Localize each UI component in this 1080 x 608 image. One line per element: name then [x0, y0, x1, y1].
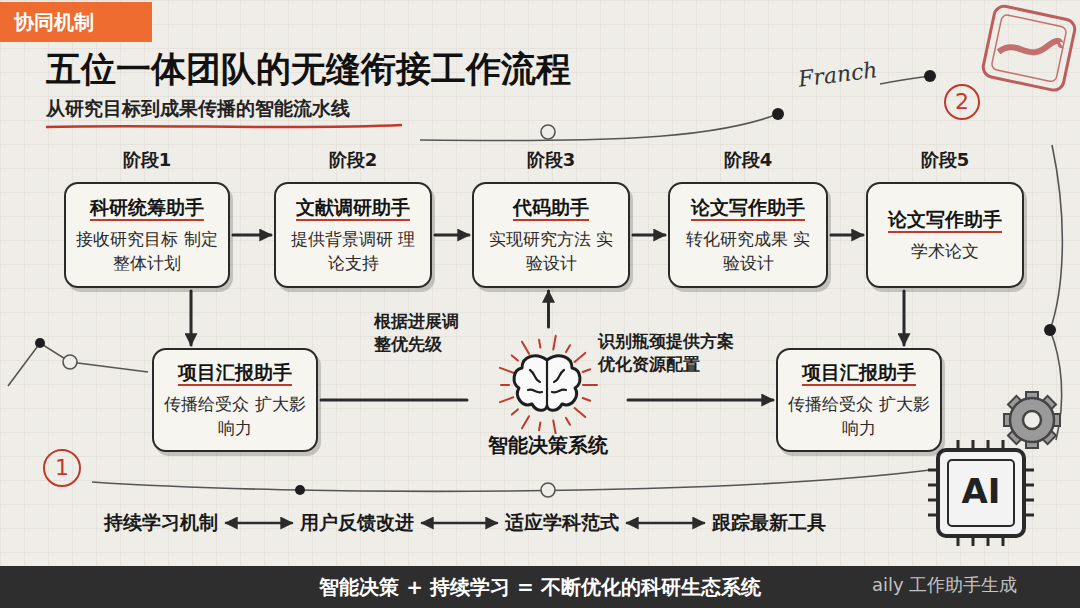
connector-arrow — [190, 291, 193, 345]
stage-label: 阶段1 — [56, 148, 238, 172]
box-body: 实现研究方法 实验设计 — [482, 228, 620, 274]
summary-band-text: 智能决策 + 持续学习 = 不断优化的科研生态系统 — [319, 574, 760, 601]
learning-item-text: 跟踪最新工具 — [712, 510, 826, 536]
section-tag-text: 协同机制 — [14, 9, 94, 36]
chip-pin — [972, 440, 975, 450]
watermark: aily 工作助手生成 — [872, 573, 1017, 597]
connector-arrow — [321, 399, 467, 402]
process-box: 阶段2文献调研助手提供背景调研 理论支持 — [274, 182, 432, 288]
callout-circle — [44, 450, 80, 486]
connector-arrow — [233, 234, 271, 237]
box-heading: 项目汇报助手 — [162, 360, 308, 386]
chip-pin — [928, 499, 938, 502]
learning-item-text: 适应学科范式 — [505, 510, 619, 536]
process-box: 阶段3代码助手实现研究方法 实验设计 — [472, 182, 630, 288]
chip-pin — [1024, 484, 1034, 487]
connector-arrow — [628, 399, 773, 402]
section-tag: 协同机制 — [0, 2, 152, 42]
diagram-title: 五位一体团队的无缝衔接工作流程 — [46, 46, 571, 93]
box-body: 传播给受众 扩大影响力 — [786, 393, 932, 439]
decor-dots — [35, 70, 1056, 497]
box-body: 传播给受众 扩大影响力 — [162, 393, 308, 439]
decision-hub-text: 智能决策系统 — [470, 432, 625, 459]
chip-pin — [957, 536, 960, 546]
report-box: 项目汇报助手传播给受众 扩大影响力 — [152, 348, 318, 452]
callout-number: 1 — [44, 450, 80, 486]
connector-arrow — [627, 522, 704, 525]
chip-pin — [972, 536, 975, 546]
subtitle-underline — [46, 125, 402, 127]
callout-circle — [945, 85, 979, 119]
connector-arrow — [903, 291, 906, 345]
chip-pin — [928, 514, 938, 517]
stage-label: 阶段4 — [660, 148, 836, 172]
box-body: 接收研究目标 制定整体计划 — [74, 228, 220, 274]
chip-icon — [928, 440, 1034, 546]
box-body: 提供背景调研 理论支持 — [284, 228, 422, 274]
learning-item: 适应学科范式 — [505, 510, 619, 536]
box-heading: 论文写作助手 — [678, 195, 818, 221]
connector-arrow — [422, 522, 497, 525]
box-body: 转化研究成果 实验设计 — [678, 228, 818, 274]
chip-pin — [1024, 514, 1034, 517]
box-heading: 科研统筹助手 — [74, 195, 220, 221]
chip-pin — [1002, 440, 1005, 450]
chip-pin — [1002, 536, 1005, 546]
chip-pin — [928, 484, 938, 487]
learning-item-text: 用户反馈改进 — [300, 510, 414, 536]
chip-pin — [1024, 469, 1034, 472]
learning-item-text: 持续学习机制 — [104, 510, 218, 536]
subtitle: 从研究目标到成果传播的智能流水线 — [46, 96, 350, 122]
handwriting: Franch — [797, 57, 879, 92]
stage-label: 阶段2 — [266, 148, 440, 172]
learning-item: 用户反馈改进 — [300, 510, 414, 536]
decor-curves — [8, 76, 1062, 491]
box-heading: 文献调研助手 — [284, 195, 422, 221]
stage-label: 阶段5 — [858, 148, 1032, 172]
callout-note: 根据进展调 整优先级 — [374, 310, 472, 356]
connector-arrow — [435, 234, 469, 237]
chip-pin — [1024, 499, 1034, 502]
chip-pin — [957, 440, 960, 450]
learning-item: 持续学习机制 — [104, 510, 218, 536]
process-box: 阶段1科研统筹助手接收研究目标 制定整体计划 — [64, 182, 230, 288]
chip-pin — [987, 440, 990, 450]
callout-note: 识别瓶颈提供方案 优化资源配置 — [598, 330, 746, 376]
connector-arrow — [547, 291, 550, 327]
learning-item: 跟踪最新工具 — [712, 510, 826, 536]
gear-icon — [1004, 392, 1060, 448]
connector-arrow — [831, 234, 863, 237]
box-heading: 代码助手 — [482, 195, 620, 221]
stage-label: 阶段3 — [464, 148, 638, 172]
process-box: 阶段5论文写作助手学术论文 — [866, 182, 1024, 288]
box-heading: 项目汇报助手 — [786, 360, 932, 386]
box-heading: 论文写作助手 — [876, 207, 1014, 233]
chip-pin — [987, 536, 990, 546]
report-box: 项目汇报助手传播给受众 扩大影响力 — [776, 348, 942, 452]
connector-arrow — [226, 522, 292, 525]
callout-number: 2 — [944, 84, 980, 120]
chip-pin — [928, 469, 938, 472]
connector-arrow — [633, 234, 665, 237]
process-box: 阶段4论文写作助手转化研究成果 实验设计 — [668, 182, 828, 288]
chip-label: AI — [941, 471, 1021, 511]
stamp — [981, 4, 1076, 91]
box-body: 学术论文 — [876, 240, 1014, 263]
